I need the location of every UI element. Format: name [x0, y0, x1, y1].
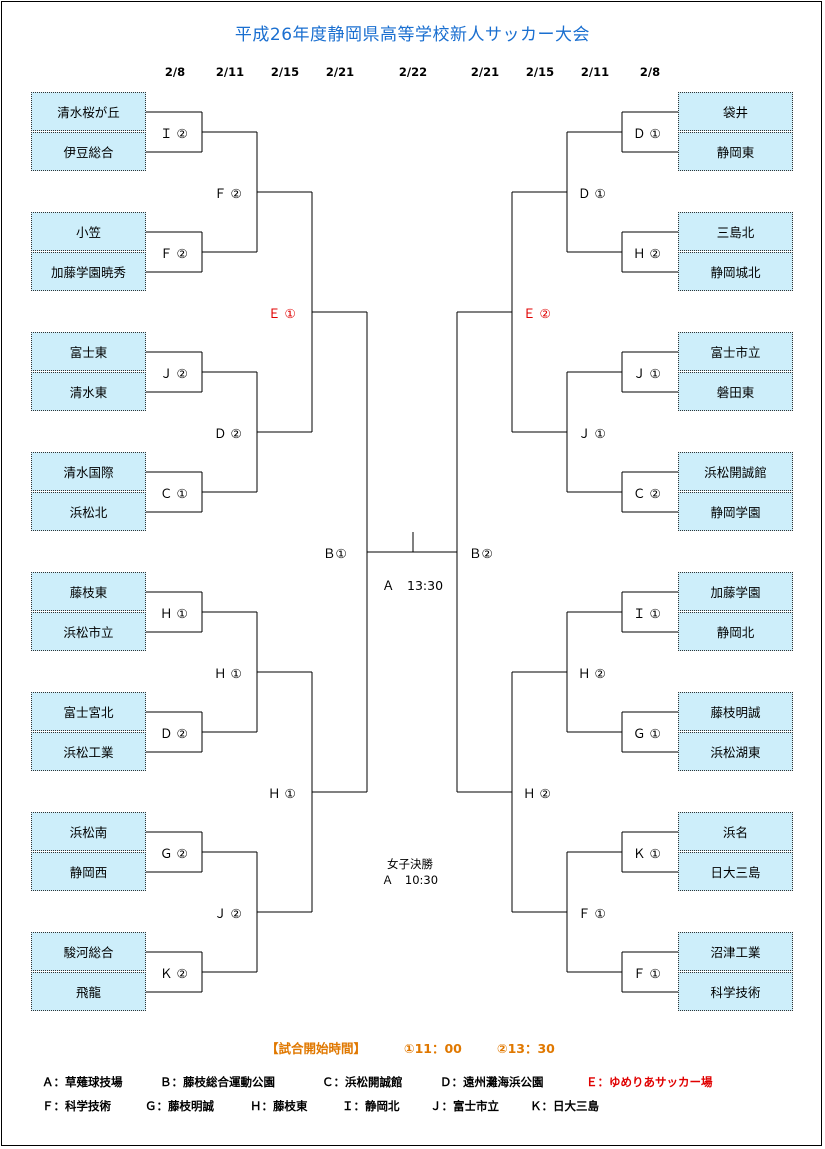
left-team-16: 飛龍 [31, 972, 146, 1011]
left-team-4: 加藤学園暁秀 [31, 252, 146, 291]
kickoff-time-2: ②13：30 [497, 1041, 555, 1056]
date-right-semi: 2/21 [470, 65, 500, 79]
venue-item: Ｂ：藤枝総合運動公園 [160, 1075, 275, 1089]
right-team-15: 沼津工業 [678, 932, 793, 971]
left-team-5: 富士東 [31, 332, 146, 371]
left-team-7: 清水国際 [31, 452, 146, 491]
right-r3-match-1: Ｅ ② [523, 306, 551, 321]
left-r1-match-3: Ｊ ② [160, 366, 188, 381]
women-final-time: Ａ 10:30 [381, 873, 439, 887]
left-team-11: 富士宮北 [31, 692, 146, 731]
right-team-5: 富士市立 [678, 332, 793, 371]
date-right-r1: 2/8 [639, 65, 661, 79]
left-r1-match-1: Ｉ ② [160, 126, 188, 141]
date-left-semi: 2/21 [325, 65, 355, 79]
venue-item: Ｃ：浜松開誠館 [322, 1075, 403, 1089]
right-team-11: 藤枝明誠 [678, 692, 793, 731]
date-left-r2: 2/11 [215, 65, 245, 79]
right-team-8: 静岡学園 [678, 492, 793, 531]
right-r1-match-7: Ｋ ① [633, 846, 661, 861]
left-r1-match-5: Ｈ ① [160, 606, 188, 621]
right-r1-match-4: Ｃ ② [633, 486, 661, 501]
right-r1-match-1: Ｄ ① [633, 126, 661, 141]
venue-item: Ｊ：富士市立 [430, 1099, 499, 1113]
left-semifinal: Ｂ① [323, 546, 347, 561]
right-team-12: 浜松湖東 [678, 732, 793, 771]
date-final: 2/22 [398, 65, 428, 79]
right-r1-match-8: Ｆ ① [633, 966, 661, 981]
date-left-r1: 2/8 [164, 65, 186, 79]
kickoff-times-label: 【試合開始時間】 [266, 1041, 367, 1056]
right-r2-match-2: Ｊ ① [578, 426, 606, 441]
right-team-10: 静岡北 [678, 612, 793, 651]
right-r3-match-2: Ｈ ② [523, 786, 551, 801]
right-team-1: 袋井 [678, 92, 793, 131]
left-team-8: 浜松北 [31, 492, 146, 531]
left-team-2: 伊豆総合 [31, 132, 146, 171]
right-team-7: 浜松開誠館 [678, 452, 793, 491]
right-r2-match-4: Ｆ ① [578, 906, 606, 921]
right-r1-match-6: Ｇ ① [633, 726, 661, 741]
final-label: Ａ 13:30 [382, 578, 444, 593]
right-team-6: 磐田東 [678, 372, 793, 411]
left-r1-match-6: Ｄ ② [160, 726, 188, 741]
right-team-9: 加藤学園 [678, 572, 793, 611]
left-r1-match-4: Ｃ ① [160, 486, 188, 501]
left-team-13: 浜松南 [31, 812, 146, 851]
right-r1-match-2: Ｈ ② [633, 246, 661, 261]
right-team-14: 日大三島 [678, 852, 793, 891]
left-team-14: 静岡西 [31, 852, 146, 891]
women-final-title: 女子決勝 [387, 857, 433, 871]
venue-item: Ｈ：藤枝東 [250, 1099, 308, 1113]
left-team-1: 清水桜が丘 [31, 92, 146, 131]
right-r1-match-3: Ｊ ① [633, 366, 661, 381]
right-team-3: 三島北 [678, 212, 793, 251]
date-right-r2: 2/11 [580, 65, 610, 79]
left-team-12: 浜松工業 [31, 732, 146, 771]
left-r1-match-2: Ｆ ② [160, 246, 188, 261]
venue-item: Ｆ：科学技術 [42, 1099, 111, 1113]
date-left-r3: 2/15 [270, 65, 300, 79]
kickoff-time-1: ①11：00 [404, 1041, 462, 1056]
left-team-6: 清水東 [31, 372, 146, 411]
right-semifinal: Ｂ② [469, 546, 493, 561]
left-r2-match-4: Ｊ ② [214, 906, 242, 921]
right-team-16: 科学技術 [678, 972, 793, 1011]
venue-item: Ｇ：藤枝明誠 [145, 1099, 214, 1113]
left-r3-match-2: Ｈ ① [268, 786, 296, 801]
left-team-9: 藤枝東 [31, 572, 146, 611]
right-r2-match-1: Ｄ ① [578, 186, 606, 201]
left-team-15: 駿河総合 [31, 932, 146, 971]
left-r2-match-2: Ｄ ② [214, 426, 242, 441]
venue-item: Ａ：草薙球技場 [42, 1075, 123, 1089]
left-r1-match-8: Ｋ ② [160, 966, 188, 981]
right-team-2: 静岡東 [678, 132, 793, 171]
venue-item: Ｋ：日大三島 [530, 1099, 599, 1113]
left-r2-match-1: Ｆ ② [214, 186, 242, 201]
page-title: 平成26年度静岡県高等学校新人サッカー大会 [234, 25, 591, 45]
venue-item: Ｅ：ゆめりあサッカー場 [586, 1075, 713, 1089]
right-team-4: 静岡城北 [678, 252, 793, 291]
left-r3-match-1: Ｅ ① [268, 306, 296, 321]
left-team-10: 浜松市立 [31, 612, 146, 651]
venue-item: Ｄ：遠州灘海浜公園 [440, 1075, 544, 1089]
left-r1-match-7: Ｇ ② [160, 846, 188, 861]
left-r2-match-3: Ｈ ① [214, 666, 242, 681]
venue-item: Ｉ：静岡北 [342, 1099, 400, 1113]
right-r1-match-5: Ｉ ① [633, 606, 661, 621]
right-team-13: 浜名 [678, 812, 793, 851]
right-r2-match-3: Ｈ ② [578, 666, 606, 681]
left-team-3: 小笠 [31, 212, 146, 251]
date-right-r3: 2/15 [525, 65, 555, 79]
